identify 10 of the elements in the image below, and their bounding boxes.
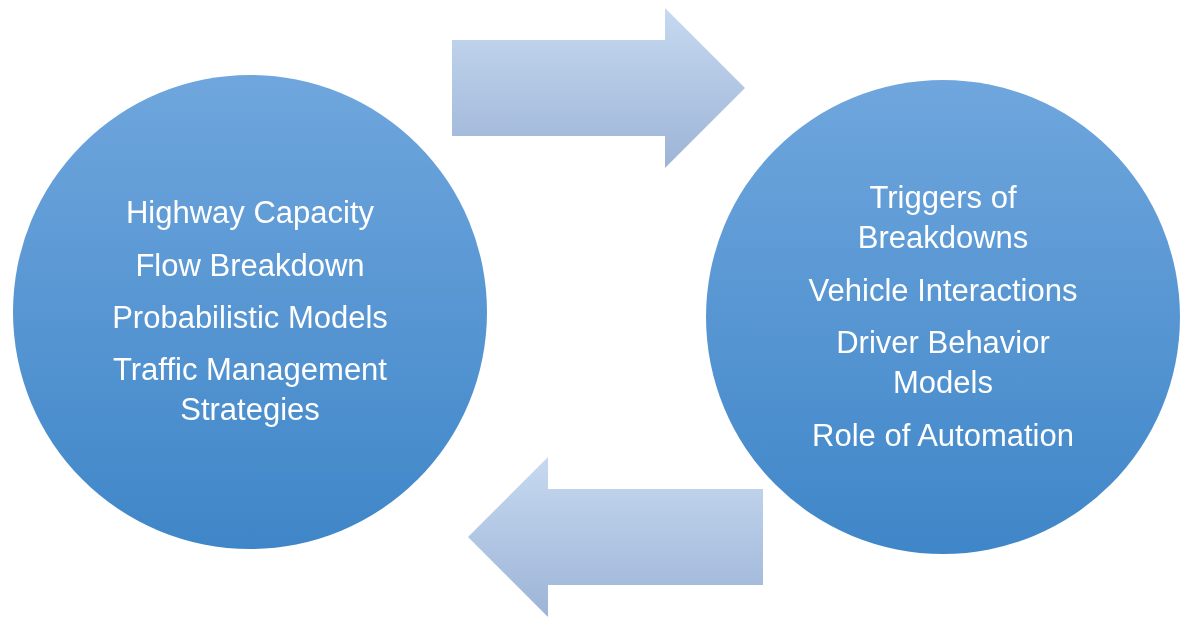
- topic-text: Vehicle Interactions: [808, 271, 1078, 310]
- topic-text: Flow Breakdown: [135, 246, 365, 285]
- block-arrow: [468, 457, 763, 617]
- topic-text: Role of Automation: [812, 416, 1074, 455]
- topic-text: Probabilistic Models: [112, 298, 388, 337]
- topic-text: Triggers of Breakdowns: [856, 179, 1030, 258]
- topic-text: Driver Behavior Models: [835, 324, 1051, 403]
- topic-text: Traffic Management Strategies: [112, 351, 388, 430]
- topic-text: Highway Capacity: [125, 194, 375, 233]
- block-arrow: [452, 8, 745, 168]
